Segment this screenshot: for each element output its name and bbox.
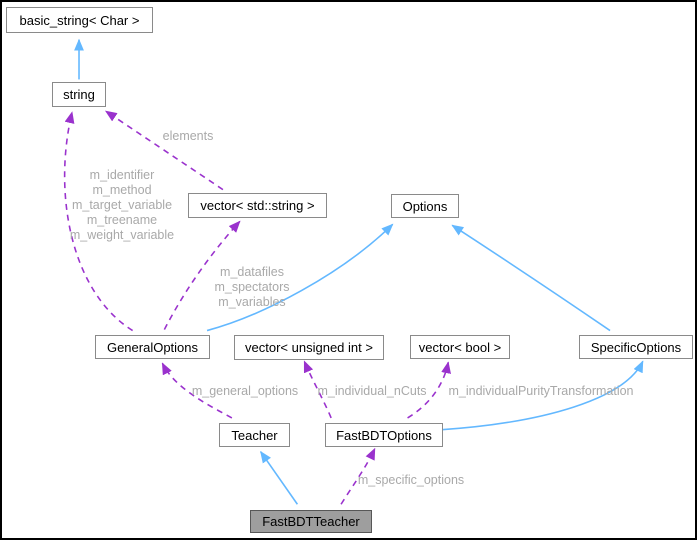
node-teacher[interactable]: Teacher xyxy=(219,423,290,447)
edge-fastbdtoptions-to-vectorbool xyxy=(407,361,451,419)
edge-specificoptions-to-options xyxy=(451,224,611,332)
edge-fastbdtoptions-to-vectorunsignedint xyxy=(303,360,332,419)
node-options[interactable]: Options xyxy=(391,194,459,218)
edge-generaloptions-to-options xyxy=(206,223,394,332)
node-specific-options[interactable]: SpecificOptions xyxy=(579,335,693,359)
edge-generaloptions-to-string xyxy=(63,111,134,332)
edge-label-m-individual-purity: m_individualPurityTransformation xyxy=(448,384,634,398)
node-fastbdt-teacher[interactable]: FastBDTTeacher xyxy=(250,510,372,533)
edge-label-elements: elements xyxy=(162,129,214,143)
edge-label-m-specific-options: m_specific_options xyxy=(357,473,465,487)
node-vector-unsigned-int[interactable]: vector< unsigned int > xyxy=(234,335,384,360)
node-general-options[interactable]: GeneralOptions xyxy=(95,335,210,359)
edge-vectorstring-to-string xyxy=(104,110,224,191)
edge-fastbdtoptions-to-specificoptions xyxy=(440,360,644,431)
edge-teacher-to-generaloptions xyxy=(161,362,233,419)
node-vector-bool[interactable]: vector< bool > xyxy=(410,335,510,359)
node-string[interactable]: string xyxy=(52,82,106,107)
edge-label-generaloptions-string-members: m_identifier m_method m_target_variable … xyxy=(69,168,175,242)
edge-fastbdtteacher-to-fastbdtoptions xyxy=(340,447,376,505)
node-vector-std-string[interactable]: vector< std::string > xyxy=(188,193,327,218)
edge-fastbdtteacher-to-teacher xyxy=(260,450,299,505)
node-basic-string[interactable]: basic_string< Char > xyxy=(6,7,153,33)
edge-label-m-individual-ncuts: m_individual_nCuts xyxy=(317,384,427,398)
node-fastbdt-options[interactable]: FastBDTOptions xyxy=(325,423,443,447)
edge-label-m-general-options: m_general_options xyxy=(191,384,299,398)
edge-label-generaloptions-vector-members: m_datafiles m_spectators m_variables xyxy=(214,265,290,309)
edge-generaloptions-to-vectorstring xyxy=(163,220,241,330)
